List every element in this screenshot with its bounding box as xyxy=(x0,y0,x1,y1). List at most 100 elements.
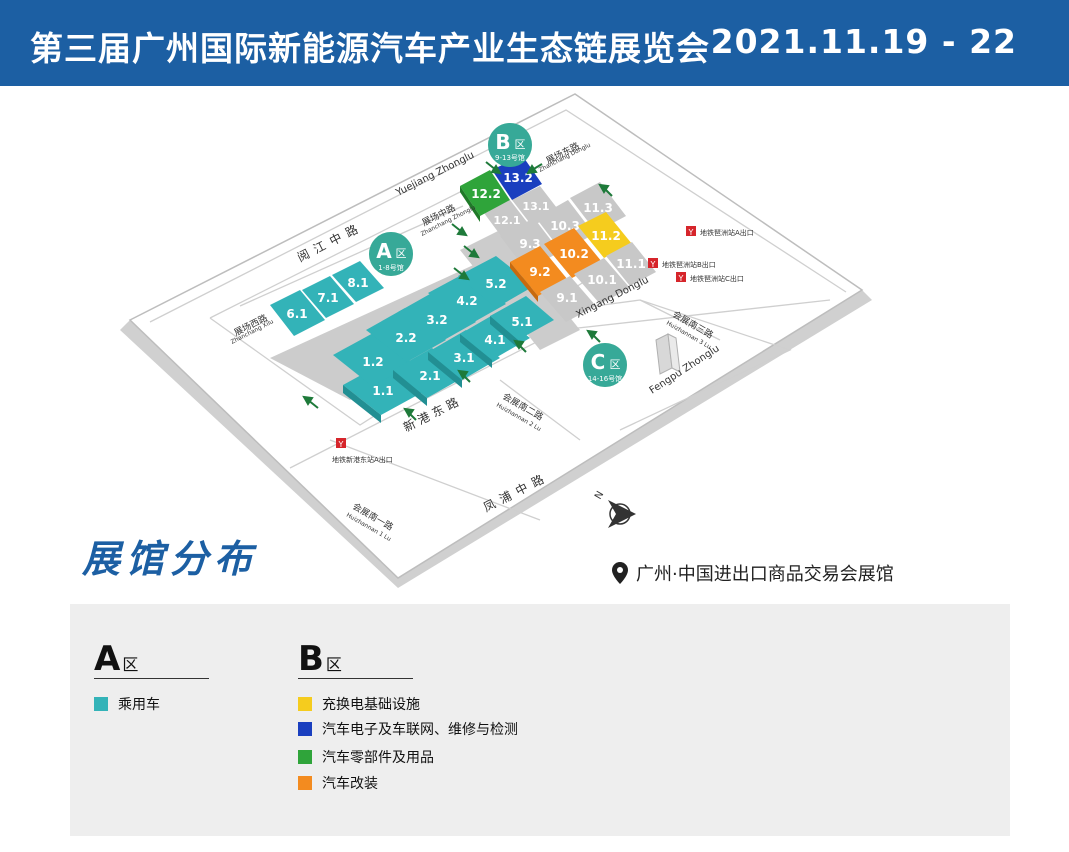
hall-label-10-1: 10.1 xyxy=(587,273,617,287)
legend-swatch-green xyxy=(298,750,312,764)
hall-label-2-1: 2.1 xyxy=(419,369,440,383)
venue-map: 1.1 1.2 2.1 2.2 3.1 3.2 4.1 4.2 5.1 5.2 … xyxy=(120,93,872,588)
legend-item: 汽车改装 xyxy=(298,773,378,793)
header-banner: 第三届广州国际新能源汽车产业生态链展览会 2021.11.19 - 22 xyxy=(0,0,1069,86)
legend-zone-a-heading: A 区 xyxy=(94,642,138,676)
legend-zone-b-suffix: 区 xyxy=(325,655,342,674)
metro-pazhou-a-label: 地铁琶洲站A出口 xyxy=(700,228,754,237)
hall-11-2[interactable]: 11.2 xyxy=(578,212,632,258)
zone-badge-b[interactable]: B 区 9-13号馆 xyxy=(488,123,532,167)
venue-name: 广州·中国进出口商品交易会展馆 xyxy=(636,564,894,585)
hall-7-1[interactable]: 7.1 xyxy=(302,276,354,318)
zone-badge-a-suffix: 区 xyxy=(396,247,407,260)
hall-5-1[interactable]: 5.1 xyxy=(490,296,554,348)
legend-swatch-blue xyxy=(298,722,312,736)
zone-badge-c-letter: C xyxy=(591,350,606,374)
zone-badge-b-suffix: 区 xyxy=(515,138,526,151)
metro-a[interactable]: Y 地铁新港东站A出口 xyxy=(332,438,393,464)
hall-10-1[interactable]: 10.1 xyxy=(574,258,630,304)
hall-label-11-1: 11.1 xyxy=(616,257,646,271)
hall-label-5-2: 5.2 xyxy=(485,277,506,291)
hall-label-1-1: 1.1 xyxy=(372,384,393,398)
zone-badge-a[interactable]: A 区 1-8号馆 xyxy=(369,232,413,276)
hall-12-2[interactable]: 12.2 xyxy=(460,170,510,222)
hall-label-12-1: 12.1 xyxy=(493,214,520,227)
legend-swatch-orange xyxy=(298,776,312,790)
zone-badge-b-letter: B xyxy=(495,130,510,154)
location-pin-icon xyxy=(612,562,628,584)
hall-4-2[interactable]: 4.2 xyxy=(428,272,506,326)
hall-label-11-2: 11.2 xyxy=(591,229,621,243)
compass-icon: N xyxy=(593,490,636,528)
legend-item-label: 乘用车 xyxy=(118,697,160,713)
hall-label-4-1: 4.1 xyxy=(484,333,505,347)
hall-8-1[interactable]: 8.1 xyxy=(332,261,384,302)
page-title: 第三届广州国际新能源汽车产业生态链展览会 xyxy=(30,29,710,68)
section-title: 展馆分布 xyxy=(82,537,259,581)
legend-zone-b-heading: B 区 xyxy=(298,642,342,676)
legend-swatch-yellow xyxy=(298,697,312,711)
hall-label-2-2: 2.2 xyxy=(395,331,416,345)
hall-label-13-1: 13.1 xyxy=(522,200,549,213)
hall-label-10-2: 10.2 xyxy=(559,247,589,261)
metro-pazhou-c[interactable]: Y 地铁琶洲站C出口 xyxy=(676,272,744,283)
map-base-side xyxy=(120,290,872,588)
hall-10-2[interactable]: 10.2 xyxy=(544,228,602,278)
event-date: 2021.11.19 - 22 xyxy=(710,22,1017,61)
hall-label-5-1: 5.1 xyxy=(511,315,532,329)
compass-label: N xyxy=(593,490,606,502)
hall-label-4-2: 4.2 xyxy=(456,294,477,308)
hall-label-6-1: 6.1 xyxy=(286,307,307,321)
hall-label-12-2: 12.2 xyxy=(471,187,501,201)
zone-badge-c-suffix: 区 xyxy=(610,358,621,371)
legend-item: 汽车零部件及用品 xyxy=(298,747,434,767)
zone-badge-c[interactable]: C 区 14-16号馆 xyxy=(583,343,627,387)
zone-badge-a-sub: 1-8号馆 xyxy=(378,263,403,272)
entrance-arrows xyxy=(302,161,613,421)
metro-pazhou-b-icon: Y xyxy=(650,260,656,269)
hall-2-2[interactable]: 2.2 xyxy=(366,308,446,362)
legend-zone-b-divider xyxy=(298,678,413,679)
legend-zone-b-letter: B xyxy=(298,639,324,679)
hall-label-1-2: 1.2 xyxy=(362,355,383,369)
hall-9-2[interactable]: 9.2 xyxy=(510,246,568,302)
legend-zone-a-letter: A xyxy=(94,639,121,679)
zone-badge-a-letter: A xyxy=(376,239,392,263)
hall-11-1[interactable]: 11.1 xyxy=(606,242,656,286)
hall-2-1[interactable]: 2.1 xyxy=(393,348,466,406)
legend-zone-a-divider xyxy=(94,678,209,679)
hall-label-9-3: 9.3 xyxy=(519,237,540,251)
hall-label-13-2: 13.2 xyxy=(503,171,533,185)
hall-label-9-2: 9.2 xyxy=(529,265,550,279)
hall-9-1[interactable]: 9.1 xyxy=(540,276,596,322)
metro-a-icon: Y xyxy=(338,440,344,449)
hall-3-2[interactable]: 3.2 xyxy=(398,290,476,344)
legend-item-label: 汽车电子及车联网、维修与检测 xyxy=(322,722,518,738)
hall-3-1[interactable]: 3.1 xyxy=(428,330,500,388)
legend-panel: A 区 乘用车 B 区 充换电基础设施 汽车电子及车联网、维修与检测 汽车零部件… xyxy=(70,604,1010,836)
metro-pazhou-a-icon: Y xyxy=(688,228,694,237)
metro-pazhou-a[interactable]: Y 地铁琶洲站A出口 xyxy=(686,226,754,237)
legend-item-label: 汽车零部件及用品 xyxy=(322,750,434,766)
metro-a-label: 地铁新港东站A出口 xyxy=(332,455,393,464)
hall-label-9-1: 9.1 xyxy=(556,291,577,305)
legend-item-label: 充换电基础设施 xyxy=(322,697,420,713)
zone-badge-c-sub: 14-16号馆 xyxy=(588,374,622,383)
legend-item-label: 汽车改装 xyxy=(322,776,378,792)
hall-5-2[interactable]: 5.2 xyxy=(458,256,534,308)
hall-label-3-1: 3.1 xyxy=(453,351,474,365)
zone-badge-b-sub: 9-13号馆 xyxy=(495,153,525,162)
legend-item: 汽车电子及车联网、维修与检测 xyxy=(298,719,518,739)
metro-pazhou-c-icon: Y xyxy=(678,274,684,283)
hall-label-7-1: 7.1 xyxy=(317,291,338,305)
hall-6-1[interactable]: 6.1 xyxy=(270,290,325,336)
metro-pazhou-c-label: 地铁琶洲站C出口 xyxy=(690,274,744,283)
hall-label-11-3: 11.3 xyxy=(583,201,613,215)
hall-label-8-1: 8.1 xyxy=(347,276,368,290)
tower-building xyxy=(655,333,681,375)
hall-label-3-2: 3.2 xyxy=(426,313,447,327)
metro-pazhou-b[interactable]: Y 地铁琶洲站B出口 xyxy=(648,258,716,269)
legend-swatch-teal xyxy=(94,697,108,711)
legend-item: 充换电基础设施 xyxy=(298,694,420,714)
venue-location: 广州·中国进出口商品交易会展馆 xyxy=(612,560,894,586)
